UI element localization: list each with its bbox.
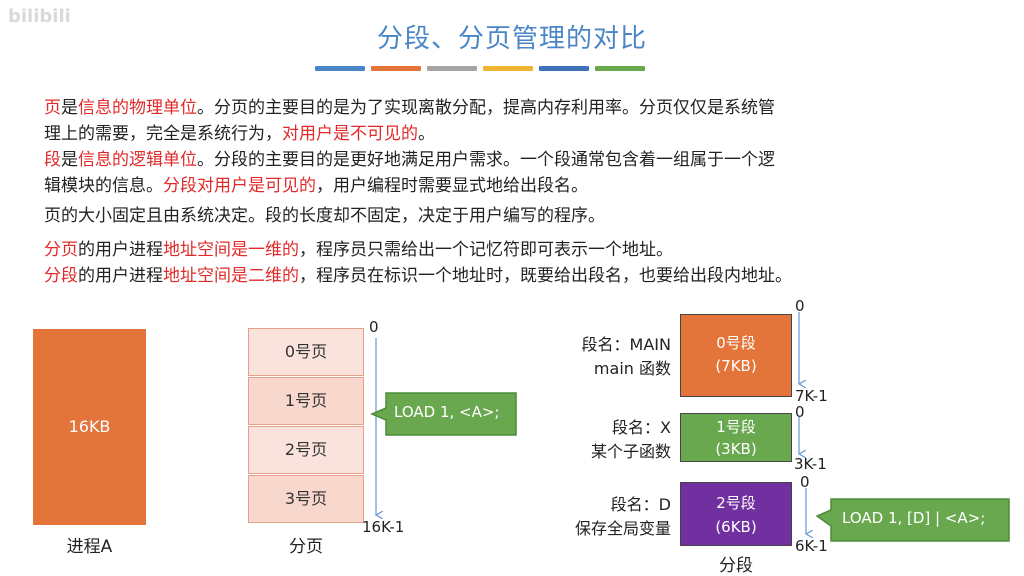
paragraph-address-paging: 分页的用户进程地址空间是一维的，程序员只需给出一个记忆符即可表示一个地址。: [44, 237, 673, 263]
title-color-bar: [595, 66, 645, 71]
highlight-text: 分页: [44, 240, 78, 260]
paragraph-segment-line1: 段是信息的逻辑单位。分段的主要目的是更好地满足用户需求。一个段通常包含着一组属于…: [44, 147, 775, 173]
segment-2-desc: 保存全局变量: [574, 519, 671, 538]
segment-1-desc: 某个子函数: [590, 442, 671, 461]
segment-0-size: (7KB): [715, 357, 757, 375]
page-3: 3号页: [248, 475, 364, 523]
body-text: 。: [418, 124, 435, 144]
paragraph-page-line2: 理上的需要，完全是系统行为，对用户是不可见的。: [44, 121, 435, 147]
segment-0-desc: main 函数: [593, 359, 671, 378]
paragraph-size: 页的大小固定且由系统决定。段的长度却不固定，决定于用户编写的程序。: [44, 203, 605, 229]
segment-0-name: 段名：MAIN: [581, 335, 671, 354]
segment-0-block: 0号段 (7KB): [680, 314, 792, 397]
body-text: 。分段的主要目的是更好地满足用户需求。一个段通常包含着一组属于一个逻: [197, 150, 775, 170]
paging-instruction-bubble-shape: [370, 392, 517, 436]
segment-0-address-start: 0: [795, 297, 805, 315]
body-text: ，程序员在标识一个地址时，既要给出段名，也要给出段内地址。: [299, 266, 792, 286]
highlight-text: 页: [44, 98, 61, 118]
title-color-bar: [315, 66, 365, 71]
segment-2-title: 2号段: [716, 494, 756, 512]
body-text: ，程序员只需给出一个记忆符即可表示一个地址。: [299, 240, 673, 260]
segment-2-address-start: 0: [800, 473, 810, 491]
body-text: 的用户进程: [78, 240, 163, 260]
page-1: 1号页: [248, 377, 364, 425]
segmentation-instruction-bubble-shape: [815, 498, 1010, 542]
body-text: 页的大小固定且由系统决定。段的长度却不固定，决定于用户编写的程序。: [44, 206, 605, 226]
body-text: 。分页的主要目的是为了实现离散分配，提高内存利用率。分页仅仅是系统管: [197, 98, 775, 118]
body-text: 是: [61, 98, 78, 118]
body-text: 辑模块的信息。: [44, 176, 163, 196]
segment-2-block: 2号段 (6KB): [680, 482, 792, 546]
body-text: ，用户编程时需要显式地给出段名。: [316, 176, 588, 196]
segment-1-name: 段名：X: [612, 418, 671, 437]
paging-address-start: 0: [369, 318, 379, 336]
highlight-text: 分段: [44, 266, 78, 286]
title-color-bar: [483, 66, 533, 71]
highlight-text: 段: [44, 150, 61, 170]
process-a-block: 16KB: [33, 329, 146, 525]
body-text: 理上的需要，完全是系统行为，: [44, 124, 282, 144]
paging-address-end: 16K-1: [362, 518, 405, 536]
segment-1-size: (3KB): [715, 440, 757, 458]
title-color-bar: [539, 66, 589, 71]
page-2: 2号页: [248, 426, 364, 474]
body-text: 是: [61, 150, 78, 170]
segment-1-title: 1号段: [716, 418, 756, 436]
paragraph-address-segmentation: 分段的用户进程地址空间是二维的，程序员在标识一个地址时，既要给出段名，也要给出段…: [44, 263, 792, 289]
paging-instruction: LOAD 1, <A>;: [394, 403, 500, 421]
process-a-label: 进程A: [66, 537, 113, 557]
highlight-text: 信息的逻辑单位: [78, 150, 197, 170]
highlight-text: 分段对用户是可见的: [163, 176, 316, 196]
segment-1-block: 1号段 (3KB): [680, 413, 792, 462]
page-0: 0号页: [248, 328, 364, 376]
paging-label: 分页: [289, 537, 323, 557]
segment-2-name: 段名：D: [610, 495, 671, 514]
highlight-text: 地址空间是二维的: [163, 266, 299, 286]
segmentation-label: 分段: [719, 556, 753, 576]
bilibili-watermark: bilibili: [8, 6, 71, 27]
body-text: 的用户进程: [78, 266, 163, 286]
segment-2-size: (6KB): [715, 518, 757, 536]
segment-2-address-end: 6K-1: [795, 537, 828, 555]
slide-title: 分段、分页管理的对比: [376, 24, 647, 54]
paragraph-page-line1: 页是信息的物理单位。分页的主要目的是为了实现离散分配，提高内存利用率。分页仅仅是…: [44, 95, 775, 121]
highlight-text: 对用户是不可见的: [282, 124, 418, 144]
segment-0-title: 0号段: [716, 334, 756, 352]
highlight-text: 地址空间是一维的: [163, 240, 299, 260]
title-color-bar: [427, 66, 477, 71]
segment-0-address-end: 7K-1: [795, 387, 828, 405]
paragraph-segment-line2: 辑模块的信息。分段对用户是可见的，用户编程时需要显式地给出段名。: [44, 173, 588, 199]
highlight-text: 信息的物理单位: [78, 98, 197, 118]
segmentation-instruction: LOAD 1, [D] | <A>;: [842, 509, 986, 527]
segment-1-address-start: 0: [795, 403, 805, 421]
segment-1-address-end: 3K-1: [794, 455, 827, 473]
title-color-bar: [371, 66, 421, 71]
